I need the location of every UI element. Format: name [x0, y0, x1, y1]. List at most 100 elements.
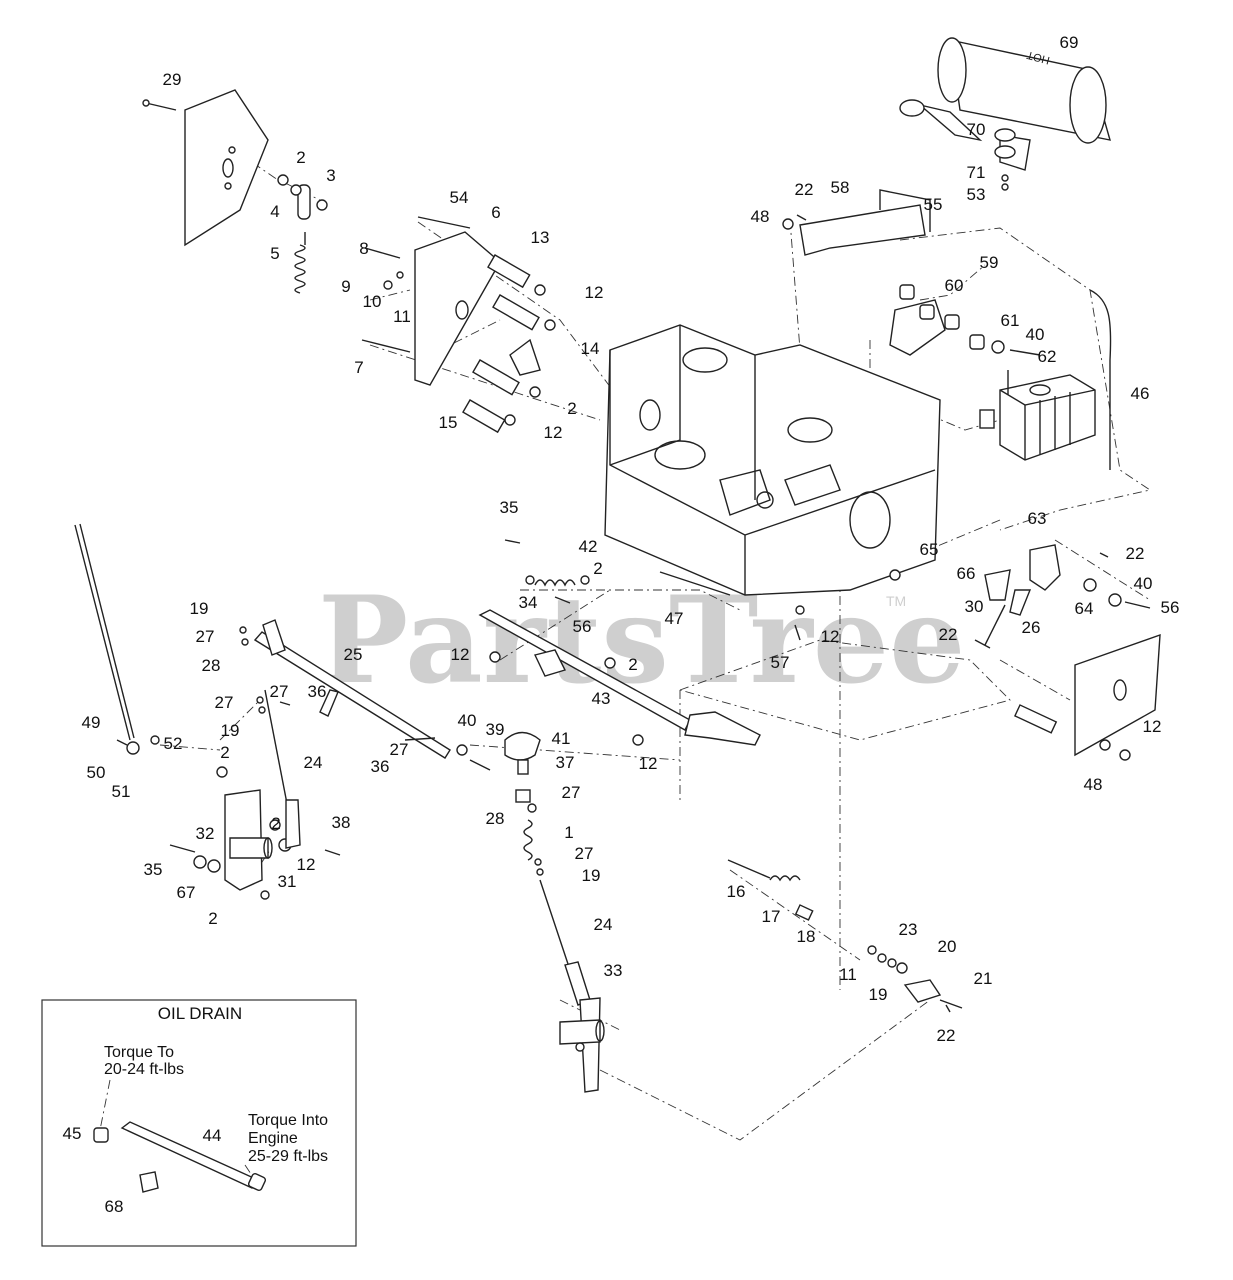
callout-19: 19 — [190, 599, 209, 618]
callout-14: 14 — [581, 339, 600, 358]
left-side-plate — [142, 89, 269, 247]
torque-to-line2: 20-24 ft-lbs — [104, 1061, 184, 1078]
callout-60: 60 — [945, 276, 964, 295]
callout-51: 51 — [112, 782, 131, 801]
callout-24: 24 — [304, 753, 323, 772]
callout-24: 24 — [594, 915, 613, 934]
callout-2: 2 — [628, 655, 637, 674]
callout-8: 8 — [359, 239, 368, 258]
callout-25: 25 — [344, 645, 363, 664]
callout-44: 44 — [203, 1126, 222, 1145]
callout-37: 37 — [556, 753, 575, 772]
callout-26: 26 — [1022, 618, 1041, 637]
callout-17: 17 — [762, 907, 781, 926]
callout-56: 56 — [1161, 598, 1180, 617]
callout-19: 19 — [221, 721, 240, 740]
inset-frame — [41, 999, 357, 1247]
callout-68: 68 — [105, 1197, 124, 1216]
callout-27: 27 — [575, 844, 594, 863]
watermark-tm: TM — [886, 593, 906, 609]
callout-57: 57 — [771, 653, 790, 672]
callout-40: 40 — [1134, 574, 1153, 593]
callout-11: 11 — [839, 965, 857, 984]
callout-40: 40 — [458, 711, 477, 730]
hot-label: HOT — [1025, 48, 1051, 66]
callout-66: 66 — [957, 564, 976, 583]
callout-20: 20 — [938, 937, 957, 956]
callout-56: 56 — [573, 617, 592, 636]
brake-lever-shaft — [478, 609, 761, 746]
callout-19: 19 — [582, 866, 601, 885]
callout-40: 40 — [1026, 325, 1045, 344]
inset-title: OIL DRAIN — [158, 1004, 242, 1023]
center-mount-plate — [361, 216, 556, 434]
callout-1: 1 — [564, 823, 573, 842]
callout-52: 52 — [164, 734, 183, 753]
callout-7: 7 — [354, 358, 363, 377]
control-bracket-right — [889, 544, 1151, 649]
callout-12: 12 — [544, 423, 563, 442]
callout-27: 27 — [562, 783, 581, 802]
right-side-plate — [1013, 633, 1161, 761]
callout-2: 2 — [567, 399, 576, 418]
callout-23: 23 — [899, 920, 918, 939]
center-control-linkage — [504, 731, 605, 1093]
callout-36: 36 — [308, 682, 327, 701]
callout-22: 22 — [1126, 544, 1145, 563]
callout-42: 42 — [579, 537, 598, 556]
callout-16: 16 — [727, 882, 746, 901]
callout-48: 48 — [1084, 775, 1103, 794]
callout-3: 3 — [326, 166, 335, 185]
callout-47: 47 — [665, 609, 684, 628]
callout-18: 18 — [797, 927, 816, 946]
callout-54: 54 — [450, 188, 469, 207]
callout-55: 55 — [924, 195, 943, 214]
callout-34: 34 — [519, 593, 538, 612]
callout-36: 36 — [371, 757, 390, 776]
callout-64: 64 — [1075, 599, 1094, 618]
callout-71: 71 — [967, 163, 986, 182]
callout-46: 46 — [1131, 384, 1150, 403]
left-control-assembly — [74, 523, 341, 900]
throttle-cable — [1089, 289, 1112, 470]
callout-30: 30 — [965, 597, 984, 616]
callout-33: 33 — [604, 961, 623, 980]
callout-45: 45 — [63, 1124, 82, 1143]
callout-22: 22 — [939, 625, 958, 644]
air-filter-housing — [979, 370, 1096, 461]
drain-clip — [139, 1171, 159, 1193]
callout-35: 35 — [500, 498, 519, 517]
torque-into-line3: 25-29 ft-lbs — [248, 1148, 328, 1165]
callout-12: 12 — [1143, 717, 1162, 736]
callout-63: 63 — [1028, 509, 1047, 528]
watermark-text: PartsTree — [318, 570, 965, 711]
callout-22: 22 — [795, 180, 814, 199]
muffler: HOT — [899, 37, 1111, 191]
callout-48: 48 — [751, 207, 770, 226]
control-shaft — [253, 619, 491, 771]
callout-59: 59 — [980, 253, 999, 272]
callout-65: 65 — [920, 540, 939, 559]
rear-spring-assembly — [727, 859, 963, 1013]
callout-38: 38 — [332, 813, 351, 832]
callout-62: 62 — [1038, 347, 1057, 366]
callout-67: 67 — [177, 883, 196, 902]
callout-15: 15 — [439, 413, 458, 432]
callout-58: 58 — [831, 178, 850, 197]
callout-12: 12 — [821, 627, 840, 646]
callout-21: 21 — [974, 969, 993, 988]
torque-into-line2: Engine — [248, 1130, 298, 1147]
callout-12: 12 — [639, 754, 658, 773]
callout-22: 22 — [937, 1026, 956, 1045]
callout-6: 6 — [491, 203, 500, 222]
callout-49: 49 — [82, 713, 101, 732]
callout-27: 27 — [270, 682, 289, 701]
torque-to-line1: Torque To — [104, 1044, 174, 1061]
callout-19: 19 — [869, 985, 888, 1004]
callout-4: 4 — [270, 202, 279, 221]
callout-28: 28 — [486, 809, 505, 828]
callout-12: 12 — [297, 855, 316, 874]
callout-39: 39 — [486, 720, 505, 739]
callout-31: 31 — [278, 872, 297, 891]
